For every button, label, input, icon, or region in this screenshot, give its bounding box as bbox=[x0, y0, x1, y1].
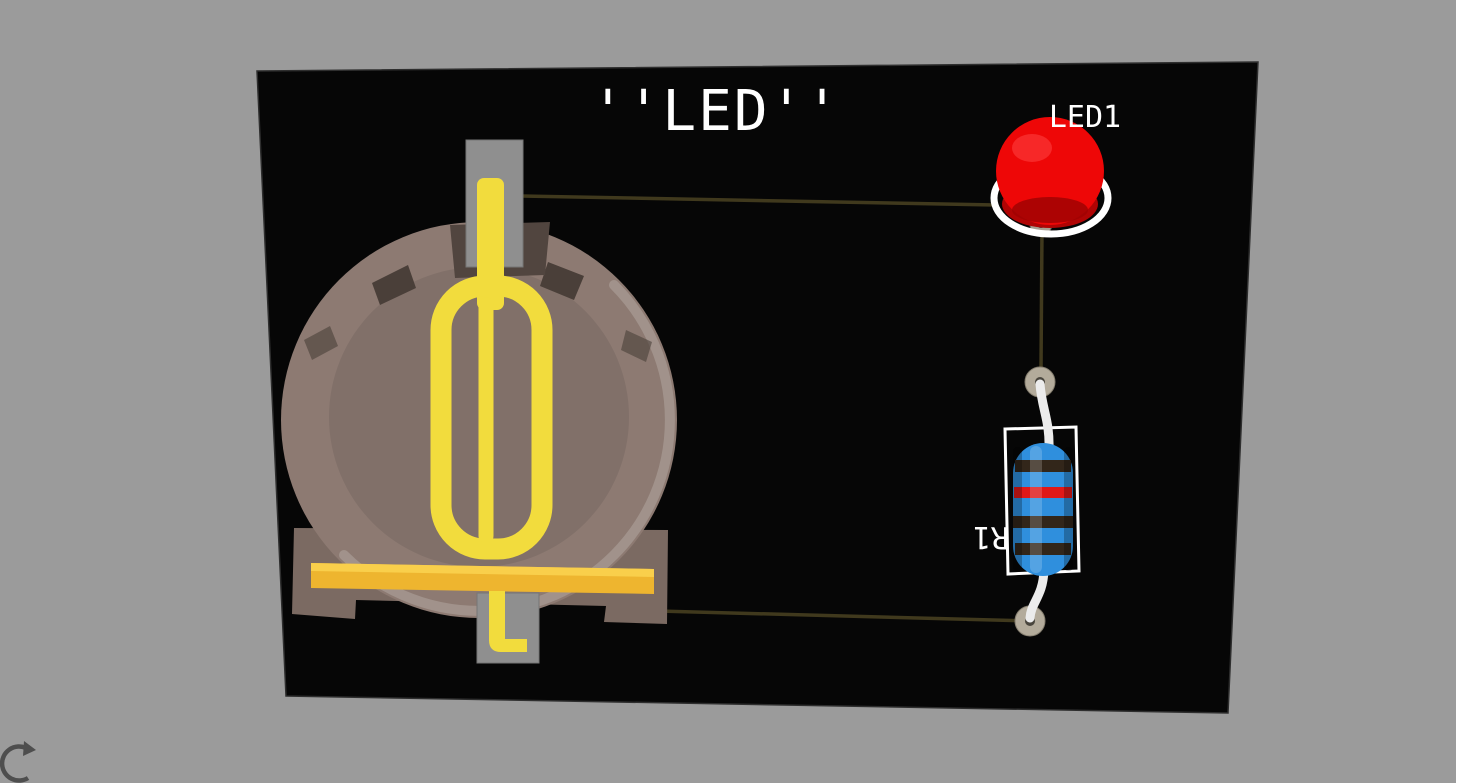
resistor-body-shade-right bbox=[1064, 447, 1073, 571]
rotate-view-icon[interactable] bbox=[0, 741, 36, 783]
battery-clip-loop bbox=[430, 275, 553, 560]
trace-led-to-resistor bbox=[1039, 227, 1044, 369]
battery-bottom-hook bbox=[489, 591, 527, 652]
resistor-body-highlight bbox=[1030, 446, 1042, 573]
rotate-arrow-arc[interactable] bbox=[0, 744, 30, 783]
battery-holder-slot bbox=[621, 330, 652, 362]
trace-battery-to-led bbox=[520, 194, 997, 207]
resistor-body-shade-left bbox=[1013, 447, 1022, 571]
rotate-arrow-head[interactable] bbox=[23, 741, 36, 756]
resistor-lead-bottom bbox=[1025, 565, 1049, 623]
battery-holder-rim-highlight bbox=[339, 280, 675, 616]
trace-resistor-to-battery bbox=[657, 609, 1030, 623]
battery-holder-slot bbox=[304, 326, 338, 360]
resistor-component: R1 bbox=[973, 366, 1081, 637]
resistor-band bbox=[1014, 487, 1072, 498]
resistor-band bbox=[1015, 460, 1071, 472]
led-component: LED1 bbox=[990, 100, 1121, 238]
led-dome-highlight bbox=[1012, 134, 1052, 162]
board-title: ''LED'' bbox=[591, 79, 841, 144]
battery-holder-slot bbox=[372, 265, 416, 305]
resistor-band bbox=[1013, 516, 1073, 528]
battery-holder-slot bbox=[540, 262, 584, 300]
battery-contact-bar-highlight bbox=[311, 563, 654, 577]
led-label: LED1 bbox=[1049, 100, 1121, 135]
resistor-label: R1 bbox=[973, 519, 1009, 554]
resistor-body bbox=[1013, 443, 1073, 576]
resistor-band bbox=[1015, 543, 1071, 555]
battery-holder bbox=[281, 139, 677, 664]
resistor-lead-top bbox=[1035, 379, 1054, 455]
right-edge-strip bbox=[1456, 0, 1465, 783]
led-dome-shadow bbox=[1012, 197, 1088, 223]
copper-traces bbox=[520, 194, 1044, 623]
battery-bottom-tab bbox=[476, 592, 540, 664]
